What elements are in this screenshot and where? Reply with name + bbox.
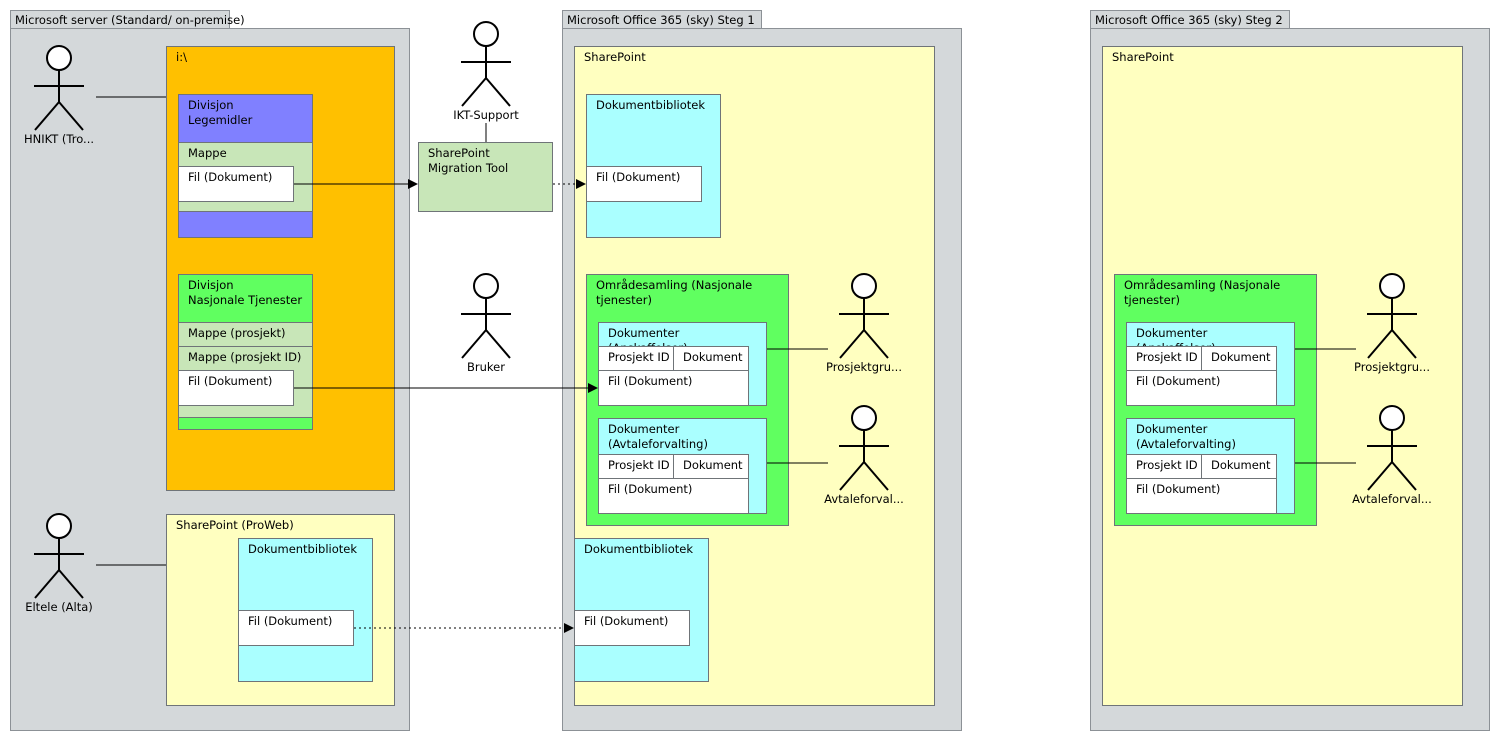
steg1-library2-label: Dokumentbibliotek: [584, 542, 694, 556]
actor-label-prosjektgruppe-2: Prosjektgru...: [1354, 360, 1430, 374]
steg1-area-label: Områdesamling (Nasjonale tjenester): [596, 278, 753, 307]
file-legemidler-label: Fil (Dokument): [188, 170, 273, 184]
migration-tool[interactable]: SharePoint Migration Tool: [418, 142, 553, 212]
steg1-anskaffelser-file[interactable]: Fil (Dokument): [598, 370, 749, 406]
actor-prosjektgruppe-1-icon[interactable]: [839, 273, 889, 359]
actor-label-prosjektgruppe-1: Prosjektgru...: [826, 360, 902, 374]
steg1-library2-file-label: Fil (Dokument): [584, 614, 669, 628]
actor-label-bruker: Bruker: [467, 360, 505, 374]
actor-label-hnikt: HNIKT (Tro...: [23, 132, 95, 146]
steg2-sharepoint-label: SharePoint: [1112, 50, 1174, 64]
steg2-area-label: Områdesamling (Nasjonale tjenester): [1124, 278, 1281, 307]
actor-label-avtaleforvalter-1: Avtaleforval...: [824, 492, 904, 506]
folder-mappe-label: Mappe: [188, 146, 227, 160]
file-nasjonale[interactable]: Fil (Dokument): [178, 370, 294, 406]
actor-eltele-icon[interactable]: [34, 513, 84, 599]
steg1-library1-file[interactable]: Fil (Dokument): [586, 166, 702, 202]
proweb-library-label: Dokumentbibliotek: [248, 542, 358, 556]
migration-tool-label: SharePoint Migration Tool: [428, 146, 509, 175]
actor-hnikt-icon[interactable]: [34, 45, 84, 131]
folder-prosjekt[interactable]: Mappe (prosjekt): [178, 322, 313, 347]
steg2-anskaffelser-file[interactable]: Fil (Dokument): [1126, 370, 1277, 406]
steg2-avtale-file[interactable]: Fil (Dokument): [1126, 478, 1277, 514]
steg1-sharepoint-label: SharePoint: [584, 50, 646, 64]
actor-ikt-support-icon[interactable]: [461, 21, 511, 107]
zone-tab-steg2[interactable]: Microsoft Office 365 (sky) Steg 2: [1090, 10, 1290, 29]
division-nasjonale-label: Divisjon Nasjonale Tjenester: [188, 278, 303, 307]
folder-prosjekt-id-label: Mappe (prosjekt ID): [188, 350, 302, 364]
steg2-avtale-col-prosjekt-id[interactable]: Prosjekt ID: [1126, 454, 1202, 479]
actor-bruker-icon[interactable]: [461, 273, 511, 359]
steg1-library2-file[interactable]: Fil (Dokument): [574, 610, 690, 646]
sharepoint-proweb-label: SharePoint (ProWeb): [176, 518, 294, 532]
steg2-avtaleforvalting-label: Dokumenter (Avtaleforvalting): [1136, 422, 1236, 451]
steg1-library1-file-label: Fil (Dokument): [596, 170, 681, 184]
steg1-library1-label: Dokumentbibliotek: [596, 98, 706, 112]
file-legemidler[interactable]: Fil (Dokument): [178, 166, 294, 202]
actor-avtaleforvalter-1-icon[interactable]: [839, 405, 889, 491]
proweb-file-label: Fil (Dokument): [248, 614, 333, 628]
division-legemidler-label: Divisjon Legemidler: [188, 98, 253, 127]
steg1-avtaleforvalting-label: Dokumenter (Avtaleforvalting): [608, 422, 708, 451]
actor-label-eltele: Eltele (Alta): [25, 600, 93, 614]
proweb-file[interactable]: Fil (Dokument): [238, 610, 354, 646]
drive-i-label: i:\: [176, 50, 187, 64]
actor-avtaleforvalter-2-icon[interactable]: [1367, 405, 1417, 491]
actor-label-ikt-support: IKT-Support: [453, 108, 519, 122]
zone-tab-onprem[interactable]: Microsoft server (Standard/ on-premise): [10, 10, 245, 29]
folder-prosjekt-label: Mappe (prosjekt): [188, 326, 286, 340]
actor-prosjektgruppe-2-icon[interactable]: [1367, 273, 1417, 359]
zone-tab-steg1[interactable]: Microsoft Office 365 (sky) Steg 1: [562, 10, 762, 29]
file-nasjonale-label: Fil (Dokument): [188, 374, 273, 388]
steg1-avtale-file[interactable]: Fil (Dokument): [598, 478, 749, 514]
actor-label-avtaleforvalter-2: Avtaleforval...: [1352, 492, 1432, 506]
steg2-anskaffelser-col-prosjekt-id[interactable]: Prosjekt ID: [1126, 346, 1202, 371]
